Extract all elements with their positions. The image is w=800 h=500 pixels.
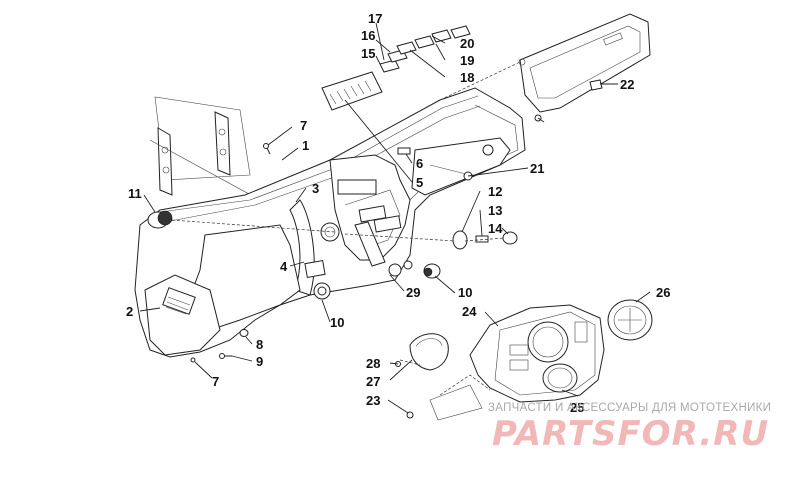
label-27: 27 [366,374,380,389]
part-13 [475,235,489,243]
label-18: 18 [460,70,474,85]
watermark-brand-logo: PARTSFOR.RU [492,414,770,454]
knob-11 [147,210,173,229]
label-28: 28 [366,356,380,371]
part-12 [452,230,468,250]
label-19: 19 [460,53,474,68]
frame-bracket [149,96,261,201]
label-16: 16 [361,28,375,43]
screw-23 [406,411,414,419]
leader-lines [139,22,651,414]
label-12: 12 [488,184,502,199]
part-8 [239,329,249,337]
label-7-bottom: 7 [212,374,219,389]
screw-7-top [263,143,271,155]
part-10-right [423,263,441,279]
switch-bank [321,25,471,111]
label-26: 26 [656,285,670,300]
screw-7-bottom [190,357,196,363]
watermark-tagline: ЗАПЧАСТИ И АКСЕССУАРЫ ДЛЯ МОТОТЕХНИКИ [488,402,772,414]
label-29: 29 [406,285,420,300]
label-8: 8 [256,337,263,352]
label-6: 6 [416,156,423,171]
part-number-labels: 17 16 15 20 19 18 22 7 1 3 11 6 5 21 12 … [126,11,670,415]
screw-9 [219,353,232,359]
label-23: 23 [366,393,380,408]
label-21: 21 [530,161,544,176]
label-1: 1 [302,138,309,153]
label-3: 3 [312,181,319,196]
bezel-ring [395,333,449,371]
label-20: 20 [460,36,474,51]
label-4: 4 [280,259,288,274]
label-24: 24 [462,304,477,319]
label-10-left: 10 [330,315,344,330]
label-11: 11 [128,186,142,201]
label-5: 5 [416,175,423,190]
part-14 [502,231,518,245]
gauge-26 [607,299,653,341]
label-22: 22 [620,77,634,92]
label-17: 17 [368,11,382,26]
dashboard-panel [134,87,526,358]
label-7-top: 7 [300,118,307,133]
label-25: 25 [570,400,584,415]
instrument-cluster [429,304,605,421]
clip-6 [397,147,411,155]
label-9: 9 [256,354,263,369]
connection-lines [171,61,521,366]
label-13: 13 [488,203,502,218]
label-2: 2 [126,304,133,319]
top-cover [518,13,651,113]
label-15: 15 [361,46,375,61]
label-10-right: 10 [458,285,472,300]
label-14: 14 [488,221,503,236]
